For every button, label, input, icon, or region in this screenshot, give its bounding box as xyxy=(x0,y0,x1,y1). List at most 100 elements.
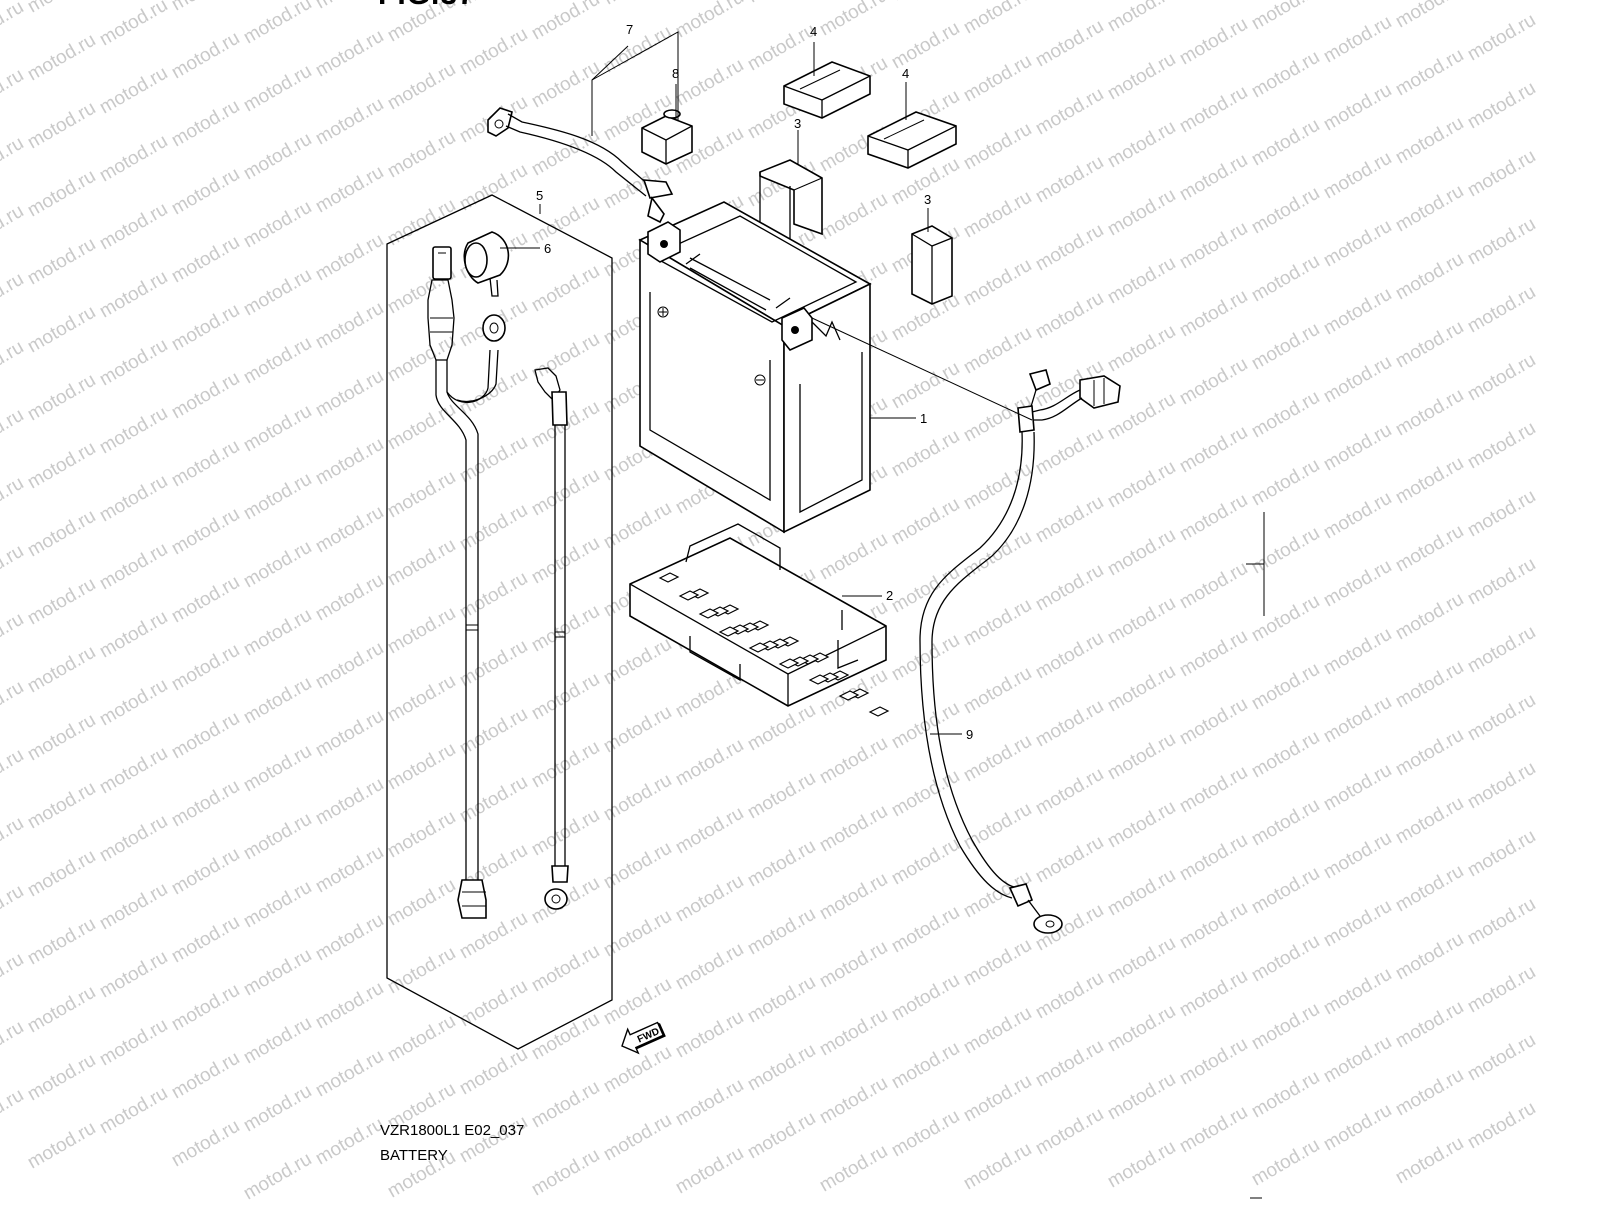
watermark-text: motod.ru xyxy=(168,844,243,900)
watermark-text: motod.ru xyxy=(0,881,27,937)
watermark-text: motod.ru xyxy=(1320,12,1395,68)
watermark-text: motod.ru xyxy=(1392,589,1467,645)
watermark-text: motod.ru xyxy=(96,471,171,527)
watermark-text: motod.ru xyxy=(96,131,171,187)
watermark-text: motod.ru xyxy=(744,904,819,960)
section-name: BATTERY xyxy=(380,1147,448,1164)
watermark-text: motod.ru xyxy=(1464,10,1539,66)
watermark-text: motod.ru xyxy=(240,877,315,933)
watermark-text: motod.ru xyxy=(0,1017,27,1073)
watermark-text: motod.ru xyxy=(1320,284,1395,340)
watermark-text: motod.ru xyxy=(312,910,387,966)
watermark-text: motod.ru xyxy=(1320,828,1395,884)
watermark-text: motod.ru xyxy=(960,1071,1035,1127)
watermark-text: motod.ru xyxy=(744,1108,819,1164)
watermark-text: motod.ru xyxy=(24,1050,99,1106)
watermark-text: motod.ru xyxy=(1176,558,1251,614)
watermark-text: motod.ru xyxy=(1248,115,1323,171)
watermark-text: motod.ru xyxy=(240,61,315,117)
watermark-text: motod.ru xyxy=(240,0,315,48)
watermark-text: motod.ru xyxy=(816,1073,891,1129)
tray-slot xyxy=(838,690,860,701)
watermark-text: motod.ru xyxy=(960,255,1035,311)
watermark-text: motod.ru xyxy=(1104,593,1179,649)
watermark-text: motod.ru xyxy=(816,189,891,245)
watermark-text: motod.ru xyxy=(0,1085,27,1141)
watermark-text: motod.ru xyxy=(1392,725,1467,781)
fwd-arrow: FWD xyxy=(621,1021,666,1055)
watermark-text: motod.ru xyxy=(1320,1032,1395,1088)
callout-7: 7 xyxy=(626,22,633,37)
watermark-text: motod.ru xyxy=(1032,832,1107,888)
watermark-text: motod.ru xyxy=(528,805,603,861)
watermark-text: motod.ru xyxy=(1248,319,1323,375)
watermark-text: motod.ru xyxy=(600,838,675,894)
watermark-text: motod.ru xyxy=(1176,0,1251,1)
watermark-text: motod.ru xyxy=(888,834,963,890)
callout-3-left: 3 xyxy=(794,116,801,131)
watermark-text: motod.ru xyxy=(1320,1100,1395,1156)
watermark-text: motod.ru xyxy=(744,972,819,1028)
watermark-text: motod.ru xyxy=(1176,830,1251,886)
watermark-text: motod.ru xyxy=(960,935,1035,991)
watermark-text: motod.ru xyxy=(1104,1069,1179,1125)
watermark-text: motod.ru xyxy=(168,368,243,424)
watermark-text: motod.ru xyxy=(456,772,531,828)
positive-lead-wire-part xyxy=(487,107,674,224)
watermark-text: motod.ru xyxy=(312,706,387,762)
watermark-text: motod.ru xyxy=(1392,181,1467,237)
watermark-text: motod.ru xyxy=(24,302,99,358)
watermark-text: motod.ru xyxy=(24,438,99,494)
watermark-text: motod.ru xyxy=(888,18,963,74)
watermark-text: motod.ru xyxy=(1464,758,1539,814)
watermark-text: motod.ru xyxy=(1464,690,1539,746)
watermark-text: motod.ru xyxy=(1176,150,1251,206)
watermark-text: motod.ru xyxy=(0,677,27,733)
watermark-text: motod.ru xyxy=(1032,968,1107,1024)
watermark-text: motod.ru xyxy=(1392,997,1467,1053)
watermark-text: motod.ru xyxy=(0,133,27,189)
callout-2: 2 xyxy=(886,588,893,603)
watermark-text: motod.ru xyxy=(1032,16,1107,72)
watermark-text: motod.ru xyxy=(744,768,819,824)
watermark-text: motod.ru xyxy=(312,230,387,286)
watermark-text: motod.ru xyxy=(1248,455,1323,511)
watermark-text: motod.ru xyxy=(600,1042,675,1098)
watermark-text: motod.ru xyxy=(888,426,963,482)
watermark-text: motod.ru xyxy=(1320,216,1395,272)
watermark-text: motod.ru xyxy=(1320,80,1395,136)
tray-slot xyxy=(678,590,700,601)
watermark-text: motod.ru xyxy=(816,733,891,789)
watermark-text: motod.ru xyxy=(528,465,603,521)
watermark-text: motod.ru xyxy=(168,640,243,696)
watermark-text: motod.ru xyxy=(1320,420,1395,476)
watermark-text: motod.ru xyxy=(0,541,27,597)
watermark-text: motod.ru xyxy=(1464,554,1539,610)
callout-1: 1 xyxy=(920,411,927,426)
battery-part xyxy=(638,201,872,534)
watermark-text: motod.ru xyxy=(1248,1135,1323,1191)
watermark-text: motod.ru xyxy=(312,298,387,354)
watermark-text: motod.ru xyxy=(0,337,27,393)
watermark-text: motod.ru xyxy=(1032,764,1107,820)
watermark-text: motod.ru xyxy=(456,500,531,556)
watermark-text: motod.ru xyxy=(1464,962,1539,1018)
watermark-text: motod.ru xyxy=(96,63,171,119)
watermark-text: motod.ru xyxy=(384,739,459,795)
watermark-text: motod.ru xyxy=(1392,1133,1467,1189)
watermark-text: motod.ru xyxy=(1392,861,1467,917)
watermark-text: motod.ru xyxy=(888,494,963,550)
watermark-text: motod.ru xyxy=(168,572,243,628)
watermark-text: motod.ru xyxy=(240,265,315,321)
watermark-text: motod.ru xyxy=(1032,424,1107,480)
watermark-text: motod.ru xyxy=(1104,1001,1179,1057)
watermark-text: motod.ru xyxy=(240,537,315,593)
watermark-text: motod.ru xyxy=(1032,1104,1107,1160)
watermark-text: motod.ru xyxy=(1392,385,1467,441)
watermark-text: motod.ru xyxy=(456,24,531,80)
watermark-text: motod.ru xyxy=(672,1007,747,1063)
watermark-text: motod.ru xyxy=(672,55,747,111)
watermark-text: motod.ru xyxy=(240,129,315,185)
watermark-text: motod.ru xyxy=(240,469,315,525)
watermark-text: motod.ru xyxy=(24,370,99,426)
